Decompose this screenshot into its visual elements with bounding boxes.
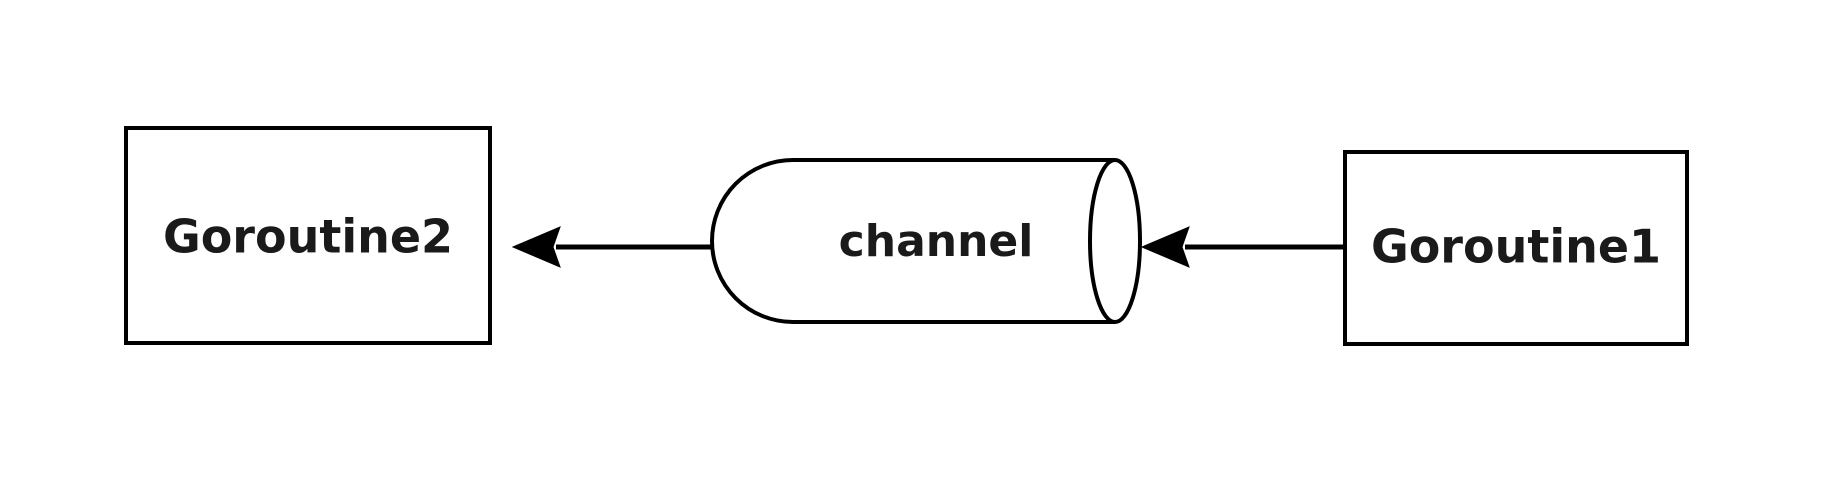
node-channel[interactable]: channel [710, 158, 1142, 324]
node-goroutine1-shape [1343, 150, 1689, 346]
node-goroutine2-shape [124, 126, 492, 345]
node-channel-right-ellipse [1088, 158, 1142, 324]
edge-channel-to-goroutine2[interactable] [511, 226, 713, 268]
node-channel-label: channel [839, 216, 1034, 267]
node-goroutine2[interactable]: Goroutine2 [124, 126, 492, 345]
node-channel-fill [712, 160, 1140, 322]
node-goroutine1[interactable]: Goroutine1 [1343, 150, 1689, 346]
node-goroutine1-label: Goroutine1 [1371, 220, 1661, 274]
arrowhead-icon [1140, 226, 1190, 268]
arrowhead-icon [511, 226, 561, 268]
node-goroutine2-label: Goroutine2 [163, 210, 453, 264]
node-channel-left-cap [710, 158, 794, 324]
edge-goroutine1-to-channel[interactable] [1140, 226, 1345, 268]
